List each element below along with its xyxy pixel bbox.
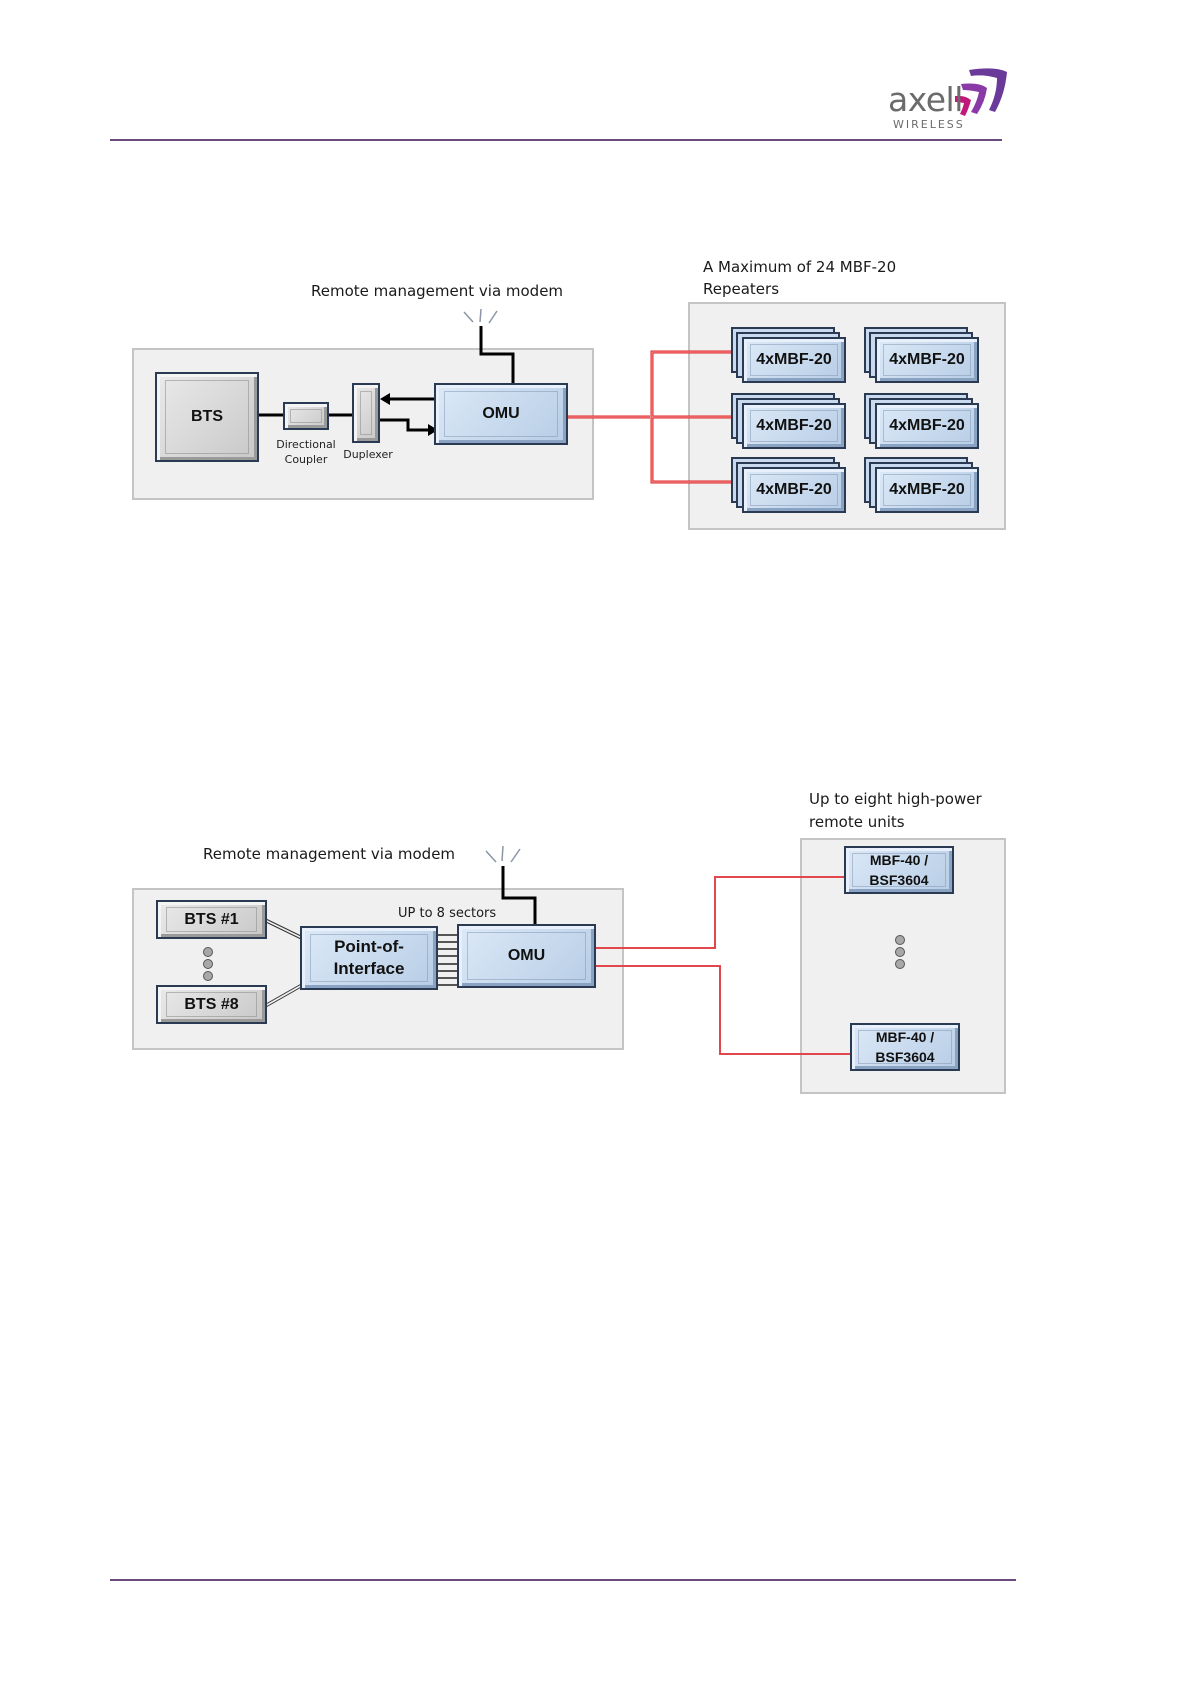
repeater-label: 4xMBF-20 [889, 481, 965, 498]
remote-unit-bottom-line1: MBF-40 / [875, 1029, 935, 1045]
sectors-label: UP to 8 sectors [398, 906, 497, 921]
modem-antenna-icon [463, 308, 498, 324]
modem-link-2 [501, 866, 537, 924]
directional-coupler-box [283, 402, 329, 430]
bts-label: BTS [191, 408, 223, 425]
modem-antenna-icon [485, 845, 521, 863]
repeater-box-3: 4xMBF-20 [742, 403, 846, 449]
repeater-label: 4xMBF-20 [756, 417, 832, 434]
repeater-box-5: 4xMBF-20 [742, 467, 846, 513]
remote-management-label: Remote management via modem [311, 282, 564, 300]
arrow-left-icon [380, 393, 390, 405]
coupler-label-line1: Directional [276, 438, 336, 451]
duplexer-box [352, 383, 380, 443]
bts-1-box: BTS #1 [156, 900, 267, 939]
poi-label: Point-of- Interface [334, 936, 405, 980]
repeater-label: 4xMBF-20 [889, 417, 965, 434]
duplexer-label: Duplexer [343, 448, 393, 461]
poi-label-line1: Point-of- [334, 937, 404, 956]
omu-box-2: OMU [457, 924, 596, 988]
repeater-box-1: 4xMBF-20 [742, 337, 846, 383]
logo-brand: axell [888, 80, 963, 119]
arrow-right-icon [428, 424, 438, 436]
repeater-label: 4xMBF-20 [756, 351, 832, 368]
remote-unit-bottom-box: MBF-40 / BSF3604 [850, 1023, 960, 1071]
remote-unit-top-label: MBF-40 / BSF3604 [869, 850, 928, 890]
bts-poi-cables [265, 918, 304, 1008]
omu-box: OMU [434, 383, 568, 445]
duplexer-to-omu-link [378, 418, 430, 432]
coupler-label: Directional Coupler [270, 437, 342, 467]
bts-8-box: BTS #8 [156, 985, 267, 1024]
modem-link [479, 326, 515, 386]
remote-management-label-2: Remote management via modem [203, 845, 456, 863]
repeaters-caption-line1: A Maximum of 24 MBF-20 [703, 258, 897, 276]
omu-label: OMU [482, 405, 520, 422]
point-of-interface-box: Point-of- Interface [300, 926, 438, 990]
poi-label-line2: Interface [333, 959, 405, 978]
bts-8-label: BTS #8 [184, 995, 239, 1013]
remote-units-caption-line2: remote units [809, 813, 905, 831]
axell-logo-icon [955, 68, 1007, 116]
remote-unit-bottom-line2: BSF3604 [875, 1049, 935, 1065]
bts-box: BTS [155, 372, 259, 462]
bts-1-label: BTS #1 [184, 910, 239, 928]
repeater-label: 4xMBF-20 [756, 481, 832, 498]
logo-subtitle: WIRELESS [893, 118, 965, 131]
remote-unit-top-box: MBF-40 / BSF3604 [844, 846, 954, 894]
coupler-label-line2: Coupler [284, 453, 328, 466]
repeaters-caption-line2: Repeaters [703, 280, 780, 298]
header-rule [110, 139, 1002, 141]
repeater-box-6: 4xMBF-20 [875, 467, 979, 513]
footer-rule [110, 1579, 1016, 1581]
remote-unit-top-line2: BSF3604 [869, 872, 929, 888]
fiber-links-2 [596, 876, 854, 1055]
repeater-box-2: 4xMBF-20 [875, 337, 979, 383]
remote-unit-top-line1: MBF-40 / [869, 852, 929, 868]
remote-unit-bottom-label: MBF-40 / BSF3604 [875, 1027, 934, 1067]
omu-label-2: OMU [507, 947, 546, 964]
repeater-box-4: 4xMBF-20 [875, 403, 979, 449]
repeater-label: 4xMBF-20 [889, 351, 965, 368]
diagram1-connectors [258, 308, 740, 484]
remote-units-caption-line1: Up to eight high-power [809, 790, 982, 808]
sector-links [438, 934, 460, 986]
